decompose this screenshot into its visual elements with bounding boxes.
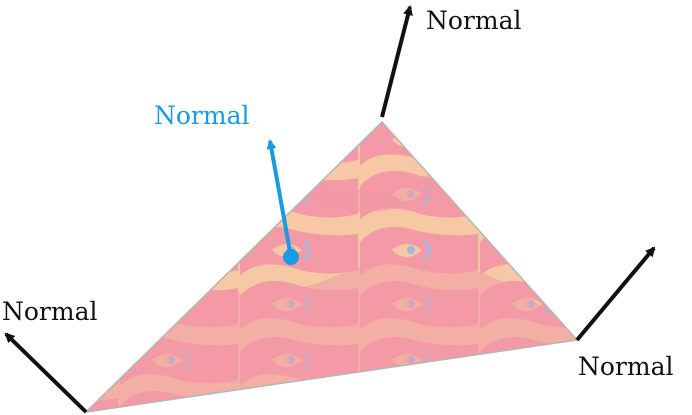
textured-triangle bbox=[83, 120, 579, 414]
top-normal-label: Normal bbox=[426, 6, 521, 35]
center-normal-label: Normal bbox=[154, 101, 249, 130]
left-normal-label: Normal bbox=[2, 297, 97, 326]
right-vertex-normal-arrow bbox=[575, 246, 656, 342]
top-vertex-normal-arrow bbox=[380, 5, 413, 118]
left-vertex-normal-arrow bbox=[4, 332, 88, 414]
face-normal-arrow bbox=[266, 139, 293, 258]
right-normal-label: Normal bbox=[578, 352, 673, 381]
triangle-edge bbox=[83, 120, 579, 414]
face-center-dot bbox=[283, 249, 299, 265]
